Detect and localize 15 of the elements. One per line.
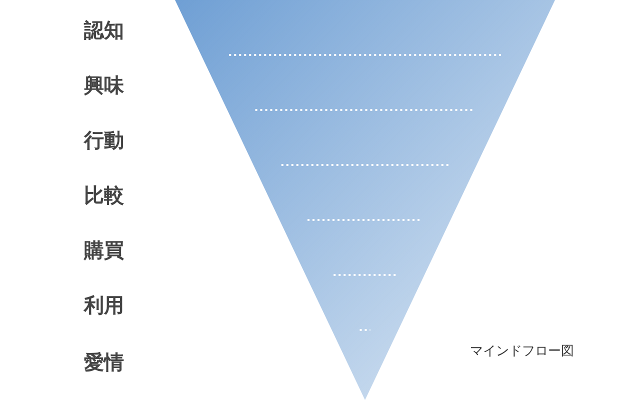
funnel-tip: [332, 330, 398, 400]
caption: マインドフロー図: [470, 343, 574, 360]
funnel-band: [253, 165, 477, 220]
stage-label: 行動: [84, 128, 124, 152]
funnel-band: [280, 220, 450, 275]
funnel-band: [306, 275, 424, 330]
stage-label: 比較: [84, 183, 124, 207]
stage-label: 利用: [84, 293, 124, 317]
funnel-band: [175, 0, 555, 55]
funnel-band: [201, 55, 529, 110]
stage-label: 認知: [84, 18, 124, 42]
funnel-band: [227, 110, 503, 165]
stage-label: 愛情: [84, 350, 124, 374]
stage-label: 興味: [84, 73, 124, 97]
stage-label: 購買: [84, 238, 124, 262]
